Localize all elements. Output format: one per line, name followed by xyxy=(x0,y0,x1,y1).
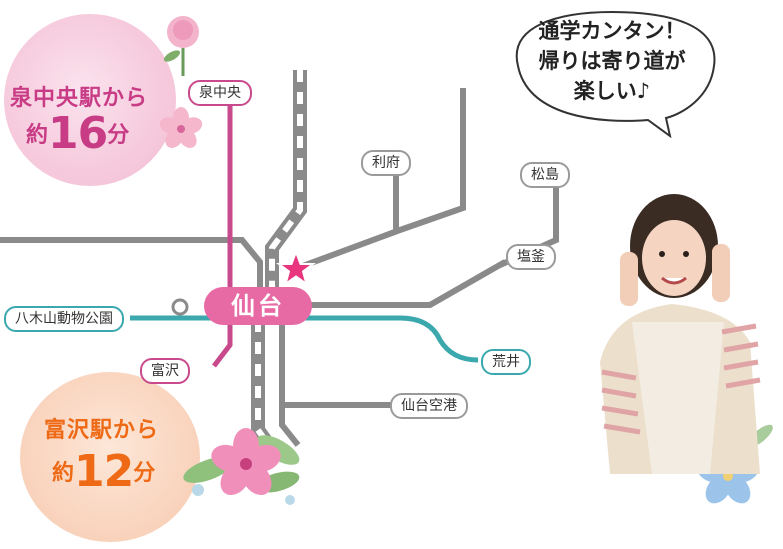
station-tomizawa: 富沢 xyxy=(140,358,190,384)
speech-text: 通学カンタン！ 帰りは寄り道が 楽しい♪ xyxy=(506,16,718,106)
izumi-pre: 約 xyxy=(26,123,49,148)
tomizawa-unit: 分 xyxy=(133,461,156,486)
jr-line-south xyxy=(279,405,301,447)
station-matsushima: 松島 xyxy=(520,162,570,188)
station-node xyxy=(171,298,189,316)
tomizawa-badge-title: 富沢駅から xyxy=(44,418,160,443)
sakura-flower-icon xyxy=(159,107,203,148)
peony-flower-icon xyxy=(163,16,199,76)
izumi-unit: 分 xyxy=(107,123,130,148)
station-arai: 荒井 xyxy=(481,349,531,375)
tomizawa-badge-bg xyxy=(20,372,200,542)
station-shiogama: 塩釜 xyxy=(506,244,556,270)
speech-line-3: 楽しい♪ xyxy=(573,79,651,103)
station-yagiyama: 八木山動物公園 xyxy=(4,306,124,332)
speech-line-1: 通学カンタン！ xyxy=(538,19,686,43)
station-izumi-chuo: 泉中央 xyxy=(188,80,252,106)
shinkansen-south-dash xyxy=(255,320,279,457)
tozai-line xyxy=(130,315,479,363)
speech-line-2: 帰りは寄り道が xyxy=(538,49,686,73)
izumi-badge-bg xyxy=(4,14,176,186)
izumi-badge-time: 約16分 xyxy=(26,108,129,159)
star-icon xyxy=(276,249,316,287)
station-sendai-airport: 仙台空港 xyxy=(390,393,468,419)
station-sendai: 仙台 xyxy=(204,287,312,325)
jr-line-senseki xyxy=(310,259,507,308)
tomizawa-minutes: 12 xyxy=(74,446,134,497)
tomizawa-badge-time: 約12分 xyxy=(52,446,155,497)
student-photo xyxy=(600,194,761,474)
flower-bouquet-icon xyxy=(183,428,300,505)
jr-line-airport xyxy=(279,325,395,408)
tomizawa-pre: 約 xyxy=(52,461,75,486)
jr-line-rifu xyxy=(290,88,466,273)
izumi-minutes: 16 xyxy=(48,108,108,159)
station-rifu: 利府 xyxy=(361,150,411,176)
namboku-line xyxy=(212,104,233,368)
speech-bubble xyxy=(515,10,716,138)
izumi-badge-title: 泉中央駅から xyxy=(10,86,149,111)
shinkansen-dash xyxy=(269,70,303,300)
